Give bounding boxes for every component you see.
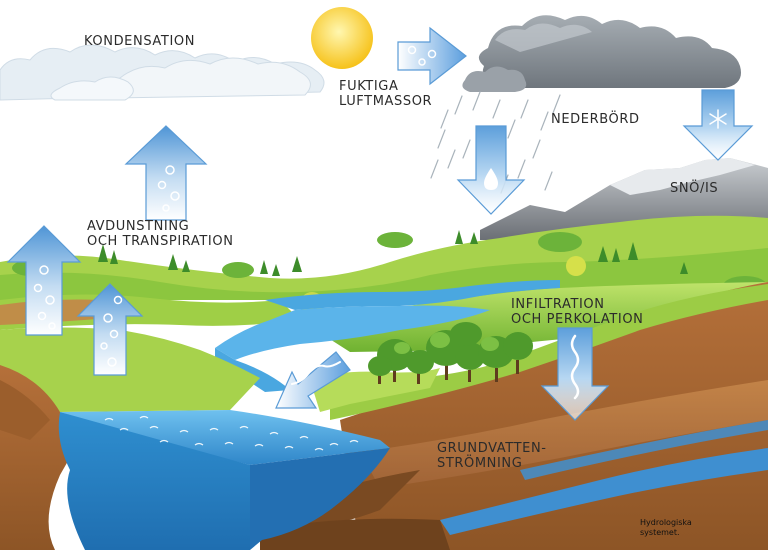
condensation-arrow	[124, 125, 208, 221]
moist-air-arrow	[397, 26, 467, 86]
evaporation-arrow-left	[6, 225, 82, 336]
river	[215, 280, 560, 392]
left-terrain	[0, 299, 260, 550]
sun	[311, 7, 373, 69]
evaporation-label-line2: OCH TRANSPIRATION	[87, 234, 234, 249]
groundwater-label-line2: STRÖMNING	[437, 456, 523, 471]
infiltration-label-line1: INFILTRATION	[511, 297, 605, 312]
back-trees	[12, 230, 767, 316]
precipitation-label: NEDERBÖRD	[551, 112, 640, 127]
condensation-clouds	[0, 44, 325, 101]
rain-streaks	[430, 91, 561, 194]
snow-arrow	[682, 89, 754, 161]
snowflake-icon	[709, 109, 727, 129]
bubble-icon	[165, 165, 175, 175]
evaporation-label-line1: AVDUNSTNING	[87, 219, 190, 234]
lake	[58, 410, 390, 550]
condensation-label: KONDENSATION	[84, 34, 196, 49]
snow-ice-label: SNÖ/IS	[670, 181, 719, 196]
foreground-trees	[368, 322, 533, 384]
runoff-arrow	[275, 351, 351, 409]
infiltration-label-line2: OCH PERKOLATION	[511, 312, 644, 327]
evaporation-arrow-right	[76, 283, 144, 376]
small-cloud	[462, 66, 527, 92]
right-grass	[310, 284, 768, 420]
credit-line2: systemet.	[640, 528, 680, 537]
sun-icon	[311, 7, 373, 69]
moist-air-label-line1: FUKTIGA	[339, 79, 399, 94]
rain-cloud	[478, 15, 741, 89]
right-soil	[260, 282, 768, 550]
precipitation-arrow	[456, 125, 526, 215]
water-drop-icon	[484, 168, 498, 190]
moist-air-label-line2: LUFTMASSOR	[339, 94, 433, 109]
infiltration-arrow	[540, 327, 610, 421]
groundwater-label-line1: GRUNDVATTEN-	[437, 441, 547, 456]
wavy-line-icon	[570, 334, 580, 400]
credit-text: Hydrologiska systemet.	[640, 518, 692, 538]
credit-line1: Hydrologiska	[640, 518, 692, 527]
